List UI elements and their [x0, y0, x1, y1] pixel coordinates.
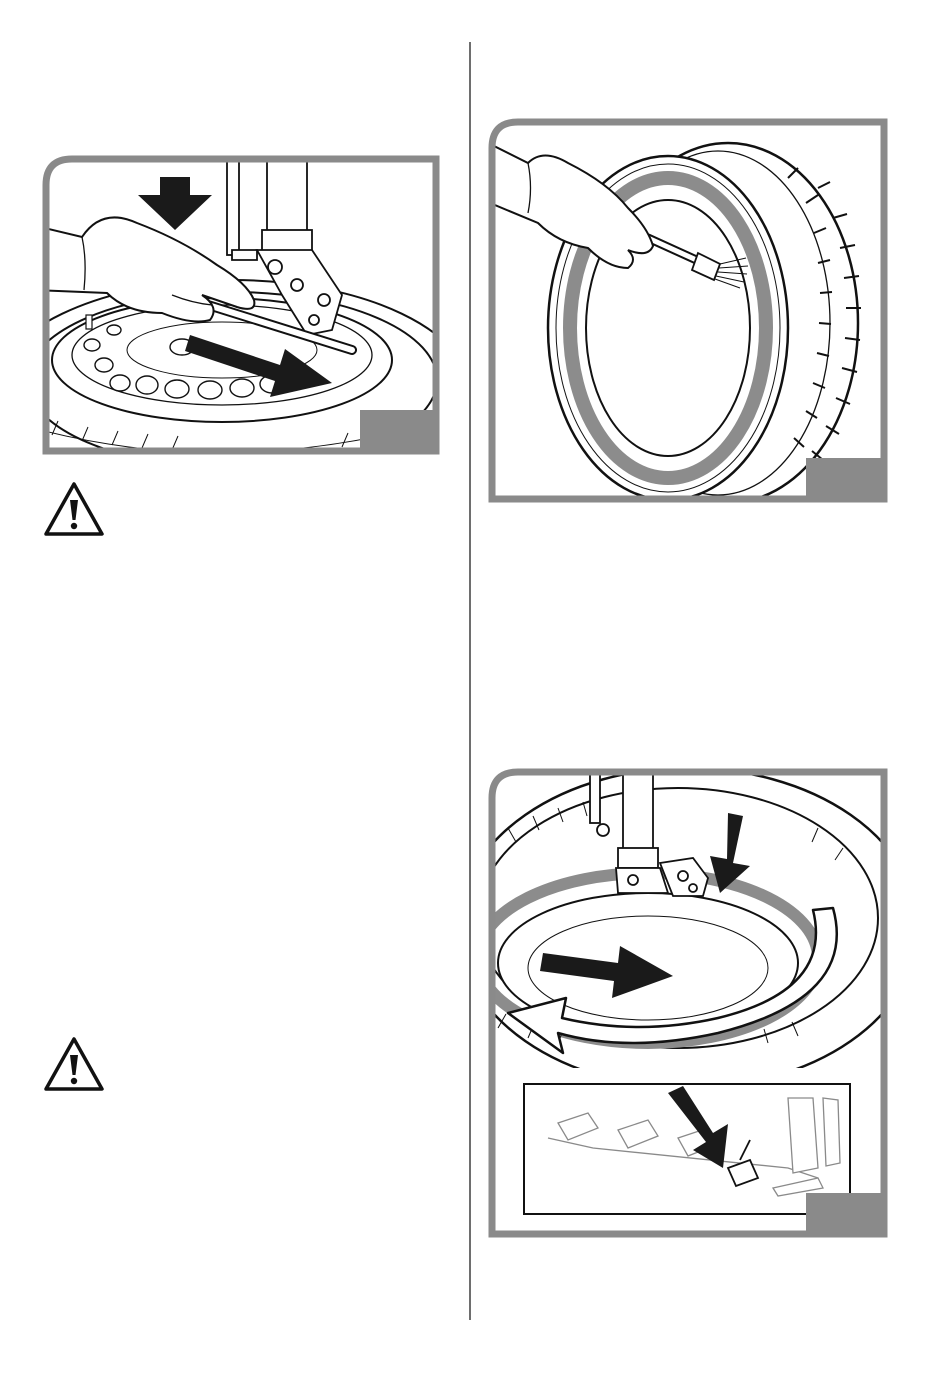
- figure-tag: [360, 410, 438, 453]
- pedal-icon: [524, 1084, 850, 1214]
- figure-tyre-bead-brushing: [488, 118, 888, 503]
- figure-bead-lubrication: [42, 155, 442, 455]
- figure-tag: [806, 1193, 886, 1236]
- column-divider: [469, 42, 471, 1320]
- figure-bead-mounting-pedal: [488, 768, 888, 1238]
- figure-tag: [806, 458, 886, 501]
- warning-triangle-icon: [42, 1035, 106, 1098]
- warning-triangle-icon: [42, 480, 106, 543]
